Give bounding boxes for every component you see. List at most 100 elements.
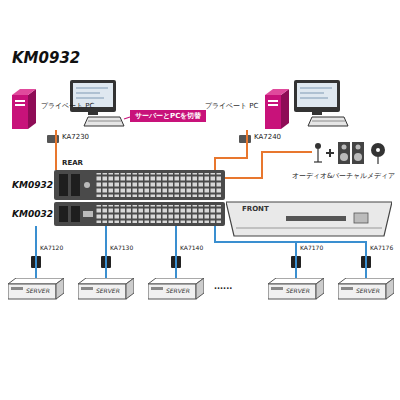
illustration-part: [76, 87, 108, 89]
illustration-part: [300, 97, 328, 99]
illustration-part: [338, 142, 350, 164]
shape-part: [54, 170, 225, 200]
part-label: KA7170: [300, 245, 323, 252]
shape-part: [226, 202, 392, 236]
shape-part: [8, 284, 56, 299]
pc-label: プライベート PC: [205, 102, 258, 110]
server-box: SERVER: [338, 278, 394, 300]
server-label: SERVER: [96, 288, 120, 295]
server-box: SERVER: [268, 278, 324, 300]
unit-name: KM0932: [12, 180, 53, 190]
computer-node: プライベート PC: [205, 88, 289, 130]
shape-part: [126, 278, 134, 299]
connector: [35, 226, 37, 278]
shape-part: [236, 228, 382, 229]
shape-part: [354, 213, 368, 223]
connector: [55, 130, 57, 170]
server-box: SERVER: [78, 278, 134, 300]
shape-part: [59, 206, 68, 222]
server-label: SERVER: [286, 288, 310, 295]
connector: [175, 226, 177, 278]
computer-node: プライベート PC: [12, 88, 100, 130]
illustration-part: [297, 83, 337, 107]
unit-name: KM0032: [12, 209, 53, 219]
illustration-part: [84, 117, 124, 126]
shape-part: [268, 284, 316, 299]
illustration-part: [371, 143, 385, 157]
illustration-part: [88, 112, 98, 115]
shape-part: [338, 284, 386, 299]
connector: [215, 130, 247, 170]
illustration-part: [88, 121, 121, 122]
connector: [105, 226, 107, 278]
shape-part: [81, 287, 93, 290]
front-panel-shape: [226, 198, 392, 242]
shape-part: [71, 206, 80, 222]
illustration-part: [312, 121, 345, 122]
left-keyboard: [84, 117, 124, 126]
shape-part: [15, 104, 25, 106]
shape-part: [386, 278, 394, 299]
server-box: SERVER: [148, 278, 204, 300]
shape-part: [226, 198, 392, 238]
part-label: KA7230: [62, 133, 89, 141]
server-label: SERVER: [26, 288, 50, 295]
shape-part: [78, 278, 134, 284]
shape-part: [338, 278, 394, 284]
shape-part: [84, 182, 90, 188]
pc-label: プライベート PC: [41, 102, 94, 110]
shape-part: [151, 287, 163, 290]
left-adapter: [47, 135, 59, 143]
illustration-part: [342, 145, 347, 150]
shape-part: [12, 95, 28, 129]
panel-label: FRONT: [242, 205, 269, 213]
illustration-part: [376, 148, 380, 152]
shape-part: [148, 284, 196, 299]
illustration-part: [356, 145, 361, 150]
shape-part: [271, 287, 283, 290]
part-label: オーディオ&バーチャルメディア: [292, 172, 395, 180]
shape-part: [54, 170, 225, 200]
shape-part: [78, 284, 126, 299]
front-panel: FRONT: [226, 198, 392, 238]
shape-part: [11, 287, 23, 290]
shape-part: [54, 202, 225, 226]
part-label: KA7120: [40, 245, 63, 252]
part-label: KA7176: [370, 245, 393, 252]
right-adapter: [239, 135, 251, 143]
part-label: KA7130: [110, 245, 133, 252]
rack-unit: [54, 202, 225, 230]
shape-part: [316, 278, 324, 299]
illustration-part: [340, 153, 348, 161]
server-box: SERVER: [8, 278, 64, 300]
illustration-part: [76, 97, 104, 99]
shape-part: [83, 211, 93, 217]
part-label: REAR: [62, 159, 83, 167]
diagram-title: KM0932: [12, 50, 80, 67]
illustration-part: [76, 92, 100, 94]
part-label: KA7140: [180, 245, 203, 252]
shape-part: [281, 89, 289, 129]
shape-part: [28, 89, 36, 129]
audio-icons: [314, 142, 385, 164]
shape-part: [148, 278, 204, 284]
shape-part: [286, 216, 346, 221]
shape-part: [196, 278, 204, 299]
shape-part: [12, 89, 36, 95]
kvm-switch: KM0032: [12, 202, 225, 226]
shape-part: [268, 104, 278, 106]
part-label: ......: [214, 282, 232, 291]
part-label: KA7240: [254, 133, 281, 141]
shape-part: [71, 174, 80, 196]
pc-tower: [12, 89, 36, 133]
shape-part: [12, 89, 36, 129]
illustration-part: [314, 161, 322, 162]
pc-tower: [265, 89, 289, 133]
rack-unit: [54, 170, 225, 204]
shape-part: [265, 89, 289, 95]
shape-part: [96, 173, 222, 197]
kvm-adapters: [31, 256, 371, 268]
shape-part: [56, 278, 64, 299]
illustration-part: [300, 87, 332, 89]
